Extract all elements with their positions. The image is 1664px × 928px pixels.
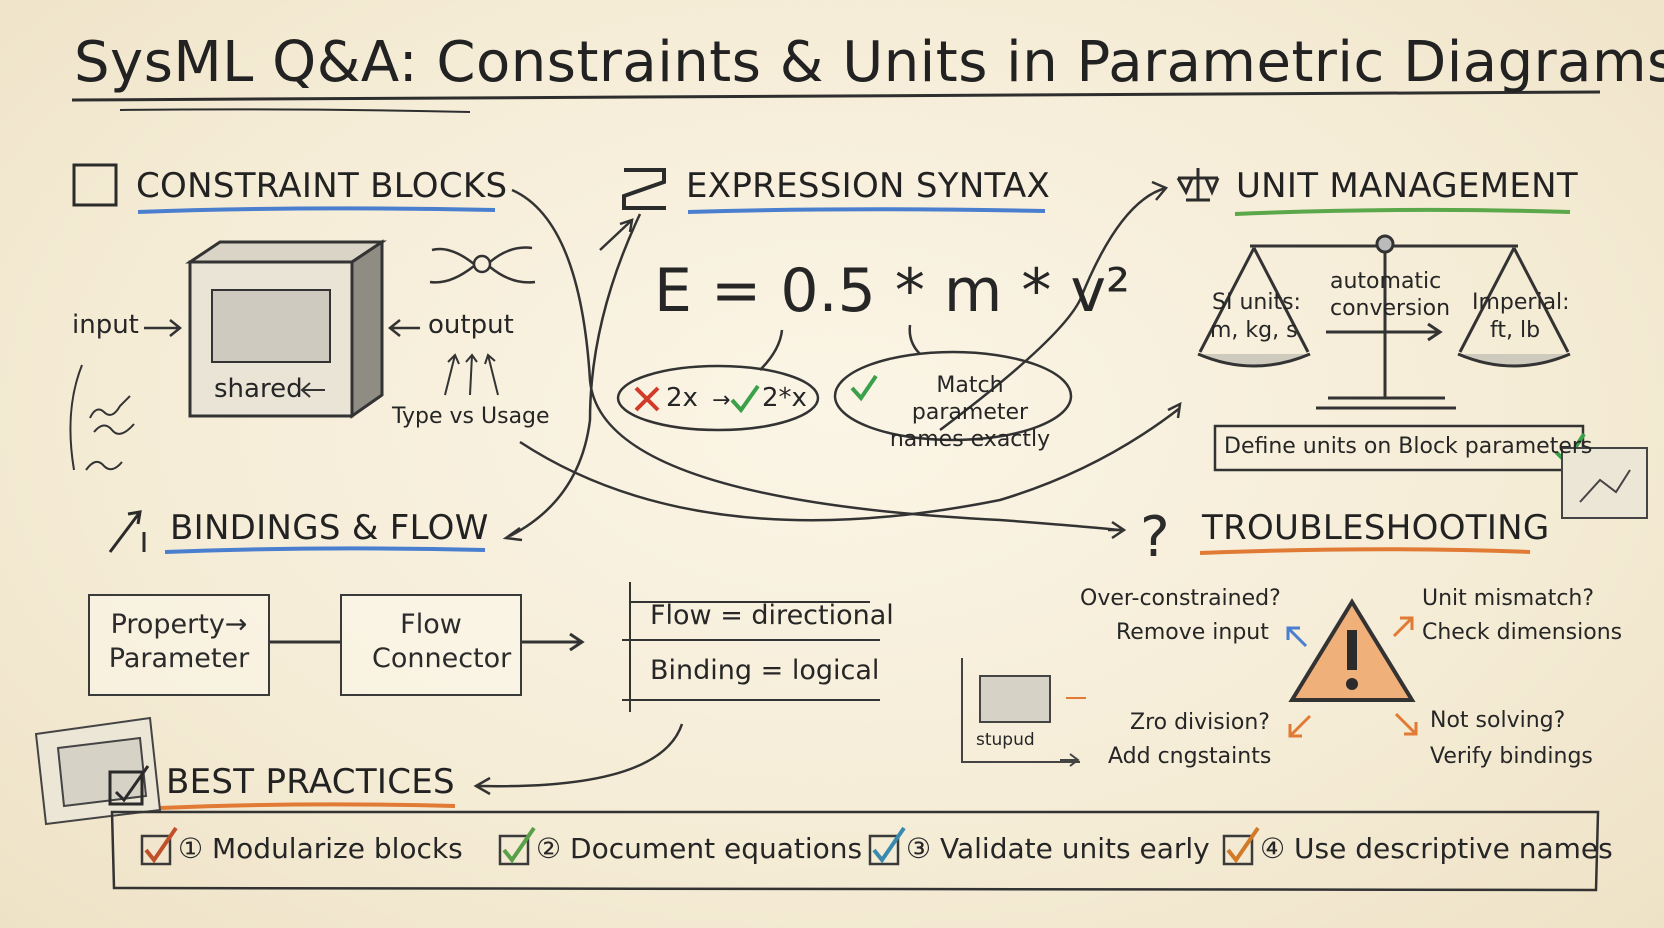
equation: E = 0.5 * m * v² bbox=[654, 256, 1131, 326]
label-imperial-units: ft, lb bbox=[1490, 318, 1541, 343]
label-imperial: Imperial: bbox=[1472, 290, 1570, 315]
label-si: SI units: bbox=[1212, 290, 1301, 315]
trouble-zero-a: Add cngstaints bbox=[1108, 744, 1272, 769]
trouble-notsolving-q: Not solving? bbox=[1430, 708, 1566, 733]
trouble-zero-q: Zro division? bbox=[1130, 710, 1270, 735]
box-property-parameter: Property→ Parameter bbox=[88, 594, 270, 696]
heading-unit-management: UNIT MANAGEMENT bbox=[1236, 166, 1578, 206]
practice-item-3: ③ Validate units early bbox=[906, 832, 1210, 865]
heading-bindings-flow: BINDINGS & FLOW bbox=[170, 508, 489, 548]
practice-item-1: ① Modularize blocks bbox=[178, 832, 463, 865]
troubleshoot-sketch bbox=[961, 658, 1086, 767]
question-icon: ? bbox=[1140, 505, 1170, 570]
scale-icon bbox=[1176, 168, 1220, 202]
sketch-label: stupud bbox=[976, 730, 1035, 750]
label-shared: shared bbox=[214, 374, 303, 404]
heading-best-practices: BEST PRACTICES bbox=[166, 762, 455, 802]
balance-scale bbox=[1197, 234, 1571, 410]
label-output: output bbox=[428, 310, 514, 340]
trouble-unit-q: Unit mismatch? bbox=[1422, 586, 1595, 611]
bubble-syntax bbox=[616, 364, 820, 432]
trouble-unit-a: Check dimensions bbox=[1422, 620, 1623, 645]
connector-curves bbox=[473, 180, 1182, 796]
two-symbol-icon bbox=[622, 168, 666, 210]
practice-item-2: ② Document equations bbox=[536, 832, 863, 865]
heading-constraint-blocks: CONSTRAINT BLOCKS bbox=[136, 166, 508, 206]
practices-box bbox=[110, 810, 1600, 892]
underline-troubleshooting bbox=[1199, 547, 1531, 555]
check-icon bbox=[850, 374, 878, 402]
label-type-vs-usage: Type vs Usage bbox=[392, 404, 550, 429]
page-title: SysML Q&A: Constraints & Units in Parame… bbox=[74, 30, 1664, 95]
underline-constraint-blocks bbox=[137, 206, 496, 214]
square-icon bbox=[72, 163, 118, 207]
title-underline bbox=[71, 90, 1601, 102]
heading-troubleshooting: TROUBLESHOOTING bbox=[1202, 508, 1550, 548]
trouble-notsolving-a: Verify bindings bbox=[1430, 744, 1593, 769]
label-si-units: m, kg, s bbox=[1210, 318, 1298, 343]
label-input: input bbox=[72, 310, 139, 340]
underline-best-practices bbox=[159, 802, 456, 810]
practice-item-4: ④ Use descriptive names bbox=[1260, 832, 1613, 865]
squiggle-marks bbox=[69, 364, 135, 471]
rules-table bbox=[622, 582, 880, 712]
heading-expression-syntax: EXPRESSION SYNTAX bbox=[686, 166, 1051, 206]
underline-unit-management bbox=[1234, 207, 1571, 216]
rule-binding: Binding = logical bbox=[650, 655, 880, 686]
connector-node-icon bbox=[429, 246, 536, 284]
cross-icon bbox=[634, 386, 660, 412]
check-icon bbox=[730, 384, 760, 414]
rule-flow: Flow = directional bbox=[650, 600, 894, 631]
label-conversion: automatic conversion bbox=[1330, 269, 1451, 321]
arrow-icon bbox=[108, 510, 146, 553]
bubble-wrong-syntax: 2x bbox=[666, 383, 698, 413]
bubble-right-syntax: 2*x bbox=[762, 383, 807, 413]
bubble-match-text: Match parameter names exactly bbox=[889, 373, 1051, 452]
bubble-match bbox=[833, 350, 1073, 442]
corner-sketch bbox=[1561, 447, 1648, 519]
box-flow-connector: Flow Connector bbox=[340, 594, 522, 696]
sketch-photo-left bbox=[34, 716, 162, 826]
checklist-icon bbox=[108, 765, 150, 806]
trouble-over-a: Remove input bbox=[1116, 620, 1269, 645]
underline-bindings-flow bbox=[164, 546, 486, 554]
define-units-text: Define units on Block parameters bbox=[1224, 434, 1593, 459]
trouble-over-q: Over-constrained? bbox=[1080, 586, 1281, 611]
warning-icon bbox=[1288, 598, 1416, 702]
practice-checks bbox=[140, 826, 1260, 866]
underline-expression-syntax bbox=[687, 207, 1046, 214]
